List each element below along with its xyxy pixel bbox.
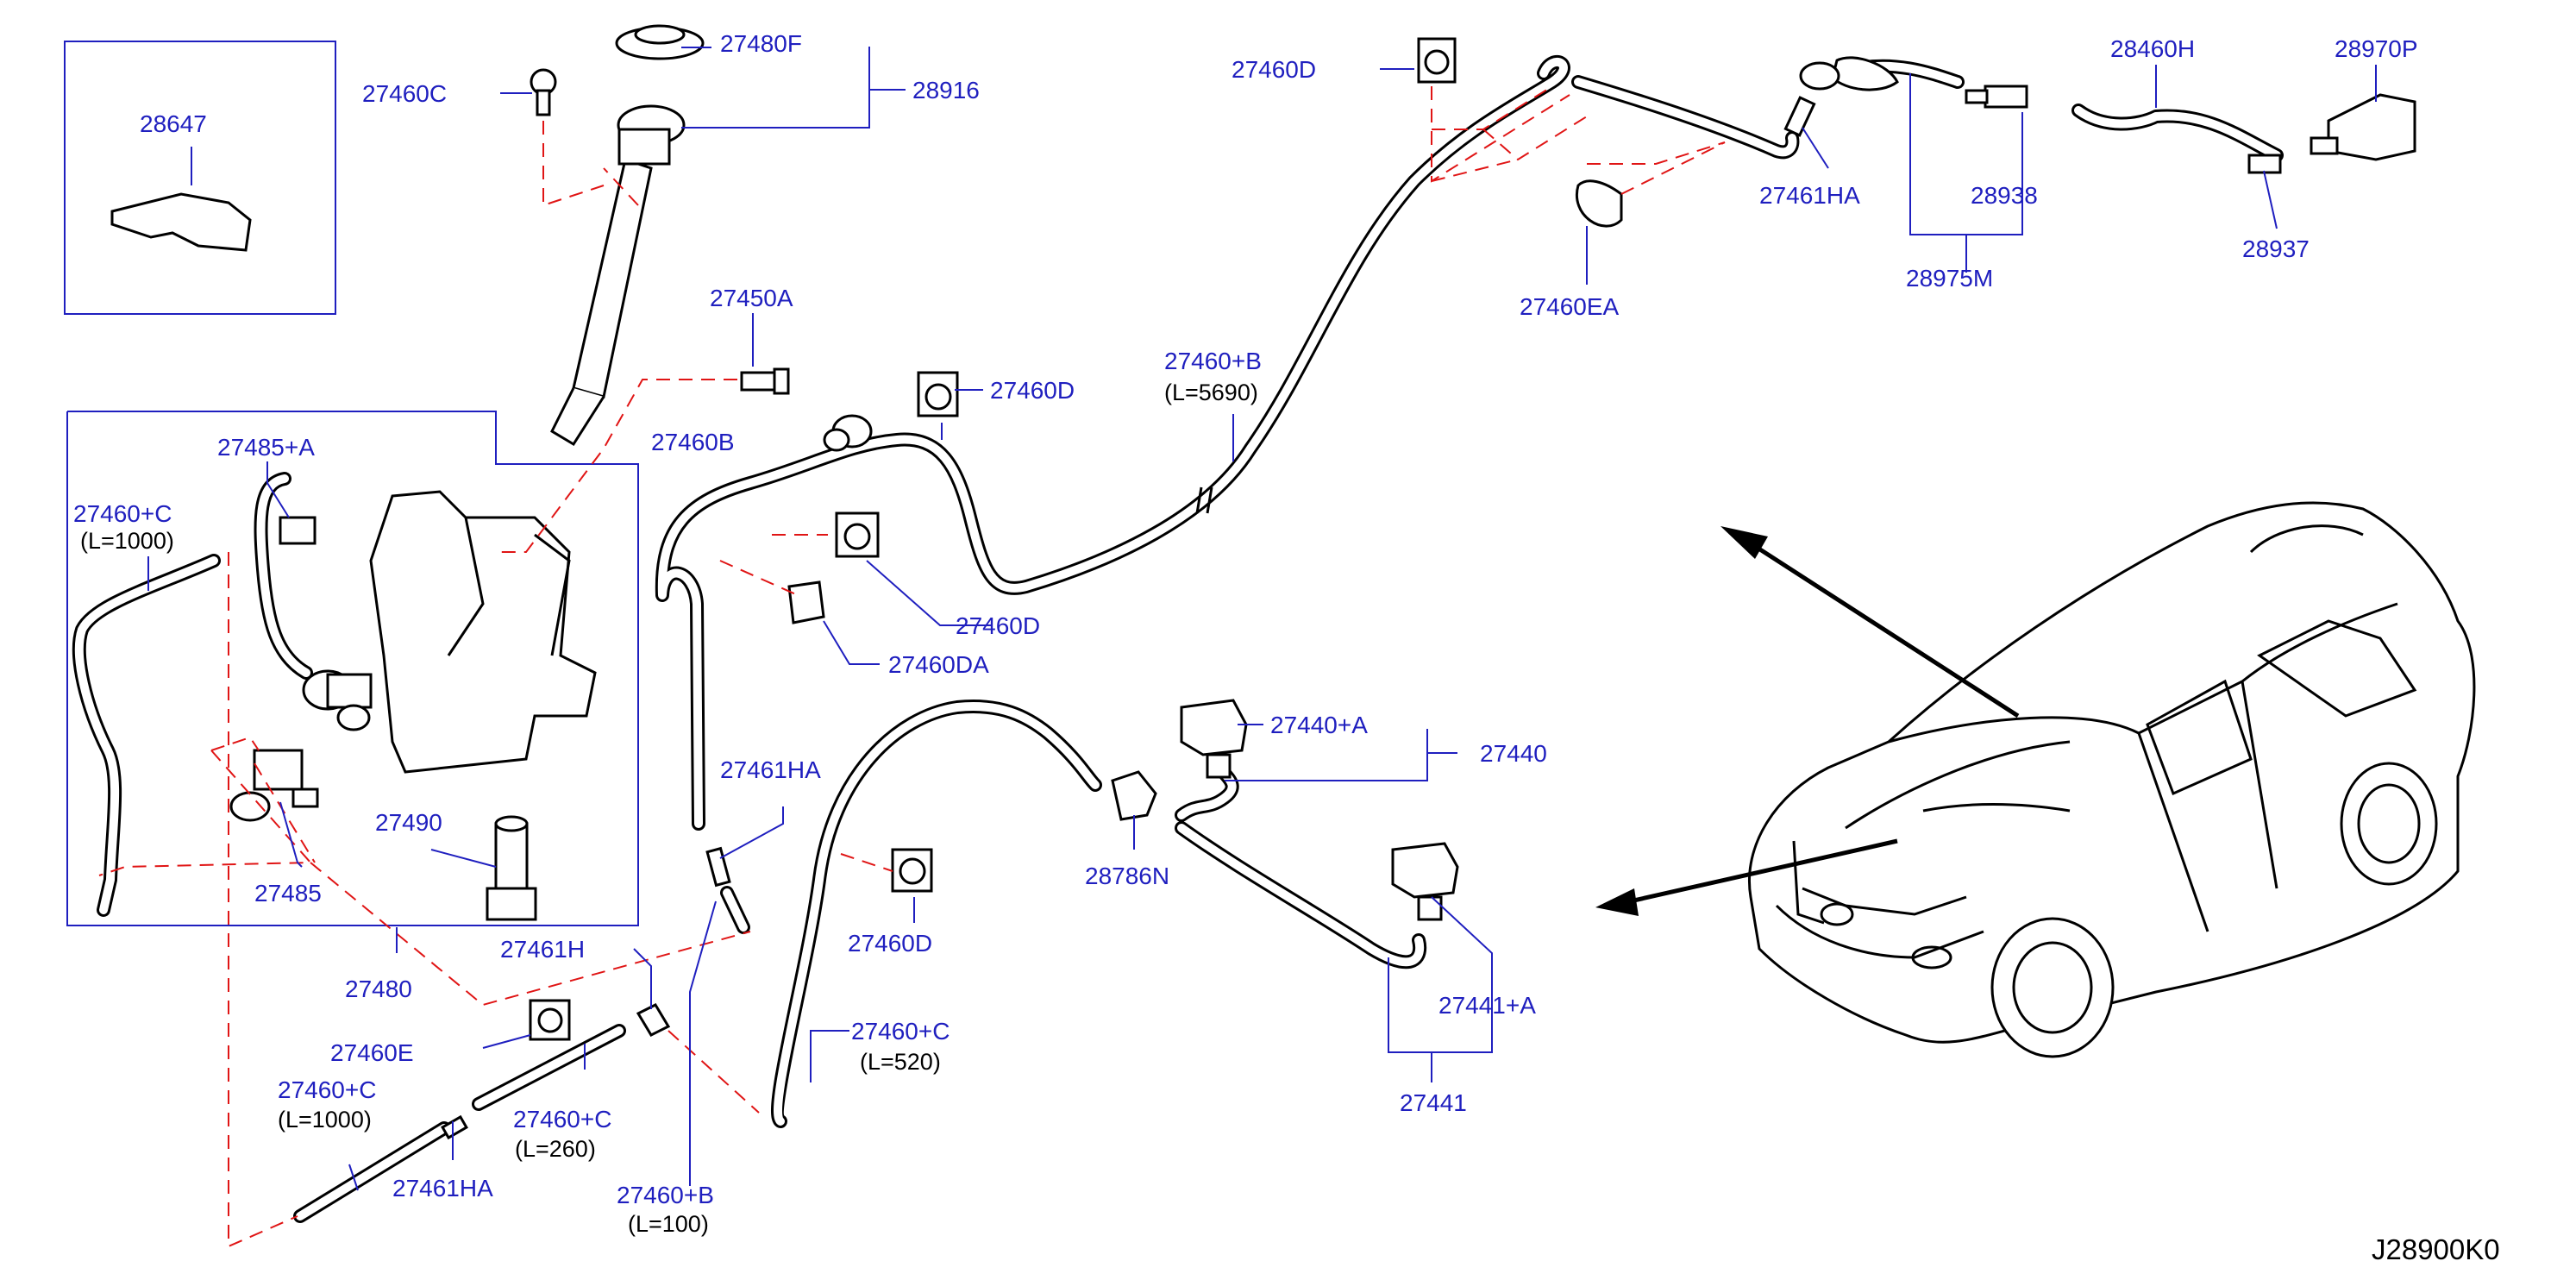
dim-l5690: (L=5690) xyxy=(1164,380,1258,405)
dashed-connectors xyxy=(98,85,1726,1248)
label-27460B-100: 27460+B xyxy=(617,1182,714,1208)
label-27460D-4: 27460D xyxy=(848,930,932,957)
label-28970P: 28970P xyxy=(2335,35,2418,62)
label-27461HA-3: 27461HA xyxy=(392,1175,493,1202)
label-27460C-1000-b: 27460+C xyxy=(278,1076,376,1103)
label-27460EA: 27460EA xyxy=(1520,293,1620,320)
part-labels: 28647 27460C 27480F 28916 27450A 27460B … xyxy=(73,30,2418,1208)
label-27460DA: 27460DA xyxy=(888,651,989,678)
label-27460D-3: 27460D xyxy=(1232,56,1316,83)
hoses xyxy=(72,54,2284,1223)
label-27441A: 27441+A xyxy=(1438,992,1536,1019)
label-27460D-2: 27460D xyxy=(956,612,1040,639)
label-27441: 27441 xyxy=(1400,1089,1467,1116)
dim-l100: (L=100) xyxy=(628,1211,709,1237)
inset-frame-28647 xyxy=(64,41,336,315)
label-28647: 28647 xyxy=(140,110,207,137)
label-27460C-1000-a: 27460+C xyxy=(73,500,172,527)
label-28460H: 28460H xyxy=(2110,35,2195,62)
dim-l1000-b: (L=1000) xyxy=(278,1107,372,1133)
label-27460B-5690: 27460+B xyxy=(1164,348,1262,374)
label-28938: 28938 xyxy=(1971,182,2038,209)
label-28937: 28937 xyxy=(2242,235,2310,262)
tank-assembly-frame xyxy=(66,411,639,926)
dim-l260: (L=260) xyxy=(515,1136,596,1162)
label-27460E: 27460E xyxy=(330,1039,414,1066)
label-27440A: 27440+A xyxy=(1270,712,1368,738)
label-27480F: 27480F xyxy=(720,30,802,57)
label-27460C-top: 27460C xyxy=(362,80,447,107)
label-27461HA-1: 27461HA xyxy=(1759,182,1860,209)
label-27450A: 27450A xyxy=(710,285,793,311)
label-28975M: 28975M xyxy=(1906,265,1993,292)
label-27460C-520: 27460+C xyxy=(851,1018,950,1045)
label-27490: 27490 xyxy=(375,809,442,836)
label-27485A: 27485+A xyxy=(217,434,315,461)
label-28916: 28916 xyxy=(912,77,980,104)
diagram-code: J28900K0 xyxy=(2372,1233,2500,1265)
direction-arrows xyxy=(1595,526,2020,916)
bracket-28647-shape xyxy=(110,192,252,252)
label-27485: 27485 xyxy=(254,880,322,907)
label-27460B: 27460B xyxy=(651,429,735,455)
components xyxy=(110,24,2416,1140)
vehicle-illustration xyxy=(1748,501,2476,1058)
dimension-labels: (L=5690) (L=1000) (L=1000) (L=260) (L=10… xyxy=(80,380,1258,1237)
label-28786N: 28786N xyxy=(1085,863,1169,889)
label-27460C-260: 27460+C xyxy=(513,1106,611,1133)
label-27461H: 27461H xyxy=(500,936,585,963)
label-27440: 27440 xyxy=(1480,740,1547,767)
label-27480: 27480 xyxy=(345,976,412,1002)
dim-l520: (L=520) xyxy=(860,1049,941,1075)
dim-l1000-a: (L=1000) xyxy=(80,528,174,554)
label-27461HA-2: 27461HA xyxy=(720,756,821,783)
label-27460D-1: 27460D xyxy=(990,377,1075,404)
leader-lines xyxy=(147,47,2377,1191)
